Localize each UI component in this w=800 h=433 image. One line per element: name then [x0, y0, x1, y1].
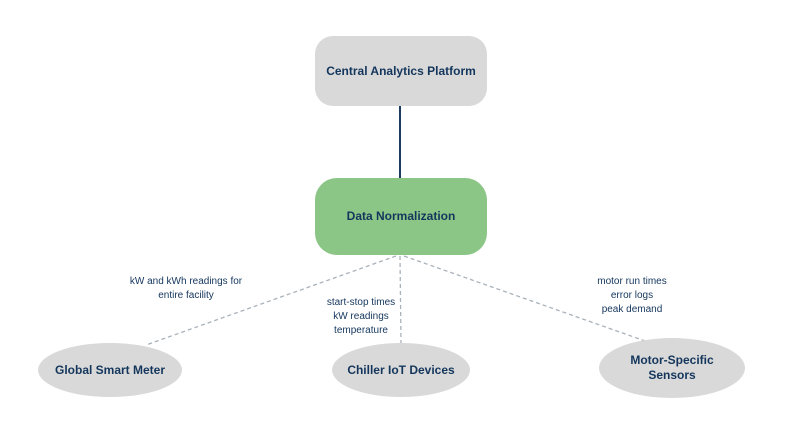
data-normalization-node: Data Normalization: [315, 178, 487, 255]
central-analytics-platform-node: Central Analytics Platform: [315, 36, 487, 106]
global-smart-meter-node: Global Smart Meter: [38, 343, 182, 397]
edge-normalization-to-global-smart-meter: [145, 255, 397, 346]
global-smart-meter-label: Global Smart Meter: [54, 362, 166, 377]
chiller-iot-devices-node: Chiller IoT Devices: [332, 343, 470, 397]
edge-normalization-to-motor-specific-sensors: [403, 255, 649, 343]
edge-normalization-to-chiller-iot-devices: [399, 255, 402, 344]
edge-label-motor-specific-sensors: motor run times error logs peak demand: [597, 276, 667, 315]
chiller-iot-devices-label: Chiller IoT Devices: [347, 362, 455, 377]
data-normalization-label: Data Normalization: [346, 209, 456, 223]
motor-specific-sensors-node: Motor-Specific Sensors: [599, 338, 745, 398]
edge-label-chiller-iot-devices: start-stop times kW readings temperature: [326, 297, 396, 336]
edge-label-global-smart-meter: kW and kWh readings for entire facility: [129, 276, 243, 301]
motor-specific-sensors-label: Motor-Specific Sensors: [630, 353, 714, 382]
central-analytics-platform-label: Central Analytics Platform: [326, 63, 476, 78]
